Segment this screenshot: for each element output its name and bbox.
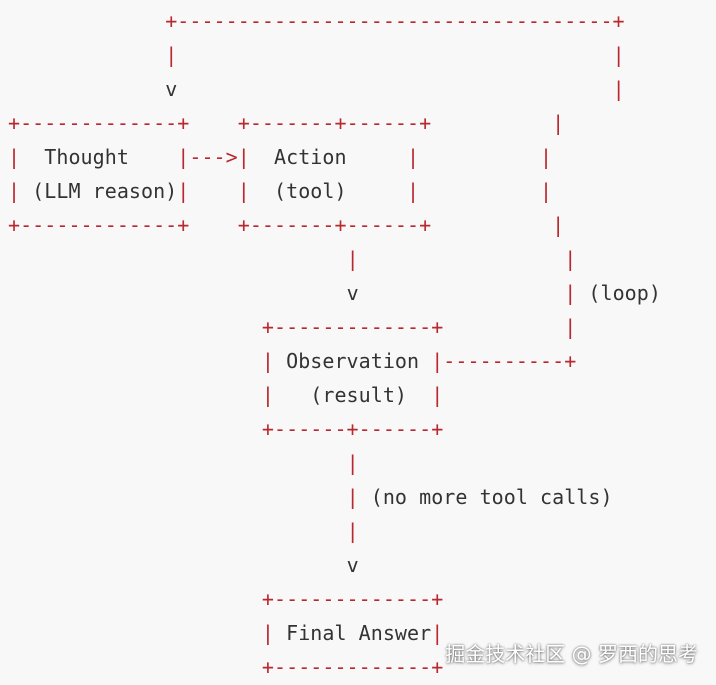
diagram-line: v | (loop) <box>8 281 661 305</box>
diagram-connector: +------+------+ <box>261 417 444 441</box>
diagram-connector: | <box>564 247 577 271</box>
diagram-text <box>359 247 565 271</box>
diagram-text <box>8 621 262 645</box>
diagram-line: | | <box>8 247 577 271</box>
diagram-line: | Final Answer| <box>8 621 443 645</box>
diagram-text: (loop) <box>576 281 661 305</box>
diagram-text <box>177 77 612 101</box>
diagram-connector: | <box>552 111 565 135</box>
diagram-line: | (no more tool calls) <box>8 485 613 509</box>
diagram-text <box>189 111 237 135</box>
diagram-text <box>8 485 347 509</box>
diagram-line: v | <box>8 77 625 101</box>
diagram-text <box>189 179 237 203</box>
diagram-text: Observation <box>274 349 432 373</box>
diagram-connector: | <box>8 179 21 203</box>
diagram-text <box>8 9 165 33</box>
diagram-connector: | <box>431 383 444 407</box>
diagram-text <box>8 281 347 305</box>
diagram-connector: | <box>431 621 444 645</box>
diagram-text: v <box>346 553 359 577</box>
diagram-connector: | <box>8 145 21 169</box>
diagram-line: +------+------+ <box>8 417 443 441</box>
diagram-line: | (result) | <box>8 383 443 407</box>
diagram-connector: | <box>346 519 359 543</box>
diagram-connector: | <box>261 349 275 373</box>
diagram-text <box>8 519 347 543</box>
diagram-connector: | <box>564 315 577 339</box>
diagram-text <box>431 111 552 135</box>
diagram-text <box>8 587 262 611</box>
diagram-text <box>8 417 262 441</box>
diagram-connector: | <box>612 77 625 101</box>
diagram-line: +------------------------------------+ <box>8 9 625 33</box>
diagram-connector: | <box>552 213 565 237</box>
diagram-line: | <box>8 519 359 543</box>
diagram-text: (LLM reason) <box>20 179 178 203</box>
diagram-text <box>177 43 612 67</box>
diagram-connector: +-------------+ <box>261 587 444 611</box>
diagram-connector: +------------------------------------+ <box>165 9 625 33</box>
diagram-text <box>419 179 540 203</box>
diagram-line: +-------------+ | <box>8 315 576 339</box>
react-loop-ascii-diagram: +------------------------------------+ |… <box>8 4 661 684</box>
diagram-text: Thought <box>20 145 178 169</box>
diagram-text: (result) <box>274 383 432 407</box>
diagram-line: | <box>8 451 359 475</box>
diagram-text: Final Answer <box>274 621 432 645</box>
diagram-text: v <box>165 77 178 101</box>
diagram-line: +-------------+ <box>8 587 443 611</box>
watermark: 掘金技术社区 @ 罗西的思考 <box>445 642 698 666</box>
diagram-text <box>431 213 552 237</box>
diagram-text <box>8 451 347 475</box>
diagram-text <box>8 383 262 407</box>
diagram-connector: | <box>346 485 359 509</box>
diagram-connector: | <box>261 621 275 645</box>
diagram-line: v <box>8 553 359 577</box>
diagram-text <box>8 77 165 101</box>
diagram-text <box>359 281 565 305</box>
diagram-connector: +-------------+ <box>261 315 444 339</box>
diagram-connector: +-------------+ <box>8 111 190 135</box>
diagram-line: | Observation |----------+ <box>8 349 576 373</box>
diagram-line: +-------------+ +-------+------+ | <box>8 111 564 135</box>
diagram-text <box>8 349 262 373</box>
diagram-connector: | <box>540 179 553 203</box>
diagram-connector: +-------+------+ <box>237 111 432 135</box>
diagram-connector: | <box>346 451 359 475</box>
diagram-line: | Thought |--->| Action | | <box>8 145 552 169</box>
diagram-connector: | <box>612 43 625 67</box>
diagram-connector: +-------------+ <box>261 655 444 679</box>
diagram-connector: |--->| <box>177 145 250 169</box>
diagram-connector: | <box>407 179 420 203</box>
diagram-connector: | <box>407 145 420 169</box>
diagram-text: v <box>346 281 359 305</box>
diagram-text <box>8 655 262 679</box>
diagram-connector: +-------------+ <box>8 213 190 237</box>
diagram-connector: +-------+------+ <box>237 213 432 237</box>
diagram-connector: | <box>237 179 250 203</box>
diagram-connector: | <box>261 383 275 407</box>
diagram-text <box>189 213 237 237</box>
diagram-text: (tool) <box>249 179 408 203</box>
diagram-connector: | <box>564 281 577 305</box>
diagram-text <box>8 315 262 339</box>
diagram-text <box>8 553 347 577</box>
diagram-connector: | <box>165 43 178 67</box>
diagram-text <box>8 247 347 271</box>
diagram-text: (no more tool calls) <box>358 485 613 509</box>
diagram-text <box>8 43 165 67</box>
diagram-connector: |----------+ <box>431 349 577 373</box>
diagram-connector: | <box>540 145 553 169</box>
diagram-line: +-------------+ <box>8 655 443 679</box>
diagram-line: | | <box>8 43 625 67</box>
diagram-text <box>419 145 540 169</box>
diagram-text: Action <box>249 145 408 169</box>
diagram-line: | (LLM reason)| | (tool) | | <box>8 179 552 203</box>
diagram-connector: | <box>346 247 359 271</box>
diagram-connector: | <box>177 179 190 203</box>
diagram-text <box>443 315 564 339</box>
diagram-line: +-------------+ +-------+------+ | <box>8 213 564 237</box>
